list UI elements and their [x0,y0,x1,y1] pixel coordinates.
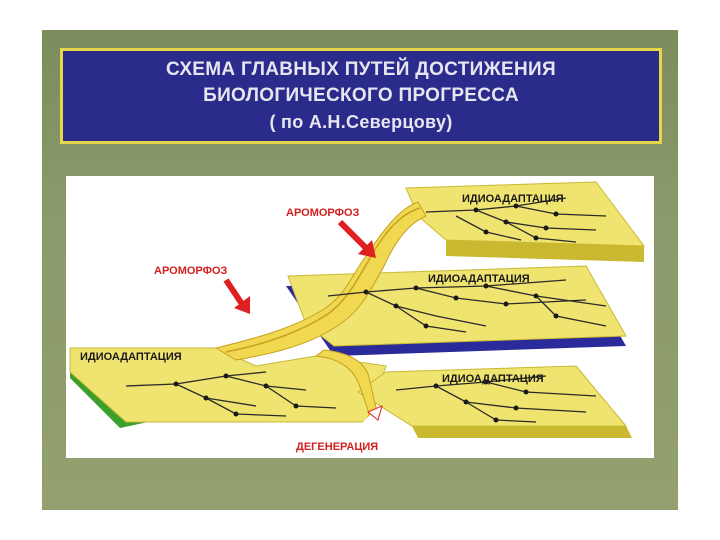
label-idio-left: ИДИОАДАПТАЦИЯ [80,351,182,363]
title-line-3: ( по А.Н.Северцову) [269,109,452,135]
label-aromorph-upper: АРОМОРФОЗ [286,207,360,219]
title-line-2: БИОЛОГИЧЕСКОГО ПРОГРЕССА [203,83,519,109]
label-idio-lower: ИДИОАДАПТАЦИЯ [442,373,544,385]
plate-top [406,182,644,246]
evolution-diagram: ИДИОАДАПТАЦИЯ ИДИОАДАПТАЦИЯ ИДИОАДАПТАЦИ… [66,176,654,458]
label-aromorph-left: АРОМОРФОЗ [154,265,228,277]
diagram-svg: ИДИОАДАПТАЦИЯ ИДИОАДАПТАЦИЯ ИДИОАДАПТАЦИ… [66,176,654,458]
label-idio-top: ИДИОАДАПТАЦИЯ [462,193,564,205]
plate-lower-edge [412,426,632,438]
label-degeneration: ДЕГЕНЕРАЦИЯ [296,441,378,453]
arrow-aromorph-left [226,280,250,314]
label-idio-middle: ИДИОАДАПТАЦИЯ [428,273,530,285]
title-line-1: СХЕМА ГЛАВНЫХ ПУТЕЙ ДОСТИЖЕНИЯ [166,57,556,83]
arrow-aromorph-upper [340,222,376,258]
title-box: СХЕМА ГЛАВНЫХ ПУТЕЙ ДОСТИЖЕНИЯ БИОЛОГИЧЕ… [60,48,662,144]
